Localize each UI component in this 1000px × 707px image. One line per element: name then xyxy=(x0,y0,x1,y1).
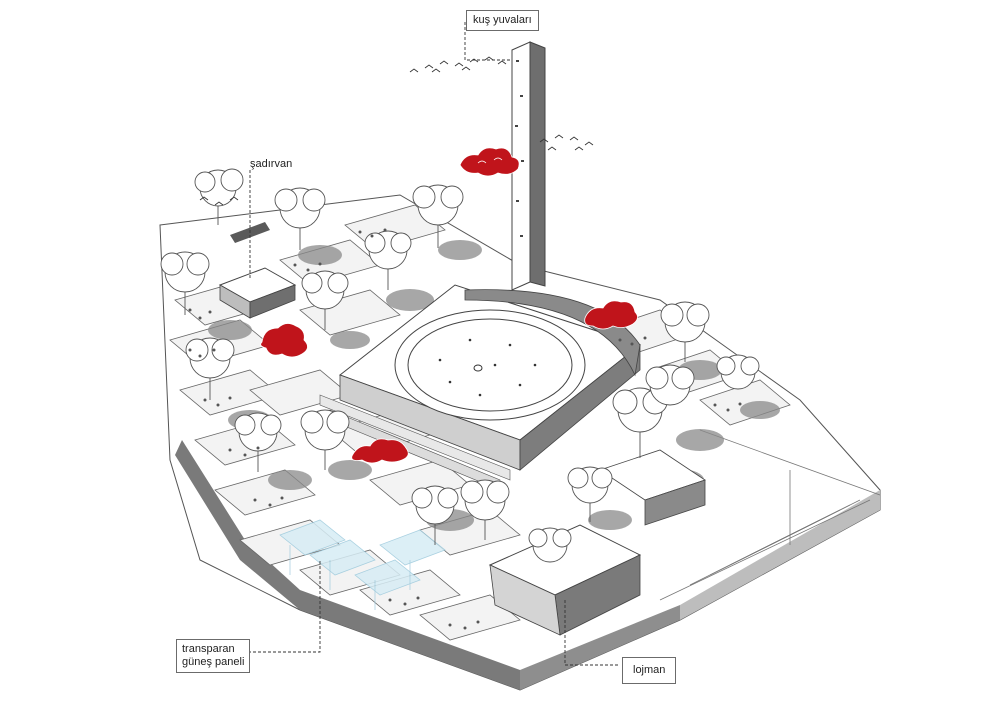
fountain-pavilion xyxy=(218,222,297,319)
shrub-pattern xyxy=(188,228,742,630)
central-prayer-building xyxy=(319,284,642,491)
label-fountain: şadırvan xyxy=(250,158,293,170)
bird-flock xyxy=(199,56,594,206)
red-cloud-motifs xyxy=(260,147,638,464)
site-retaining-wall xyxy=(175,440,880,690)
label-bird-nests: kuş yuvaları xyxy=(466,10,539,31)
lodging-building xyxy=(488,449,706,636)
red-cloud-center xyxy=(351,438,409,464)
label-solar-panel: transparan güneş paneli xyxy=(176,639,251,673)
annotation-leaders xyxy=(238,22,620,666)
parking-area xyxy=(659,429,881,601)
trees xyxy=(160,168,760,563)
label-lodging: lojman xyxy=(622,657,677,684)
label-solar-panel-line1: transparan xyxy=(182,643,235,655)
red-cloud-left xyxy=(260,323,308,358)
red-cloud-right xyxy=(584,300,638,330)
label-solar-panel-line2: güneş paneli xyxy=(182,656,245,668)
solar-panel-canopy xyxy=(279,519,446,610)
red-cloud-top xyxy=(459,147,520,177)
bird-nest-tower xyxy=(511,41,546,291)
